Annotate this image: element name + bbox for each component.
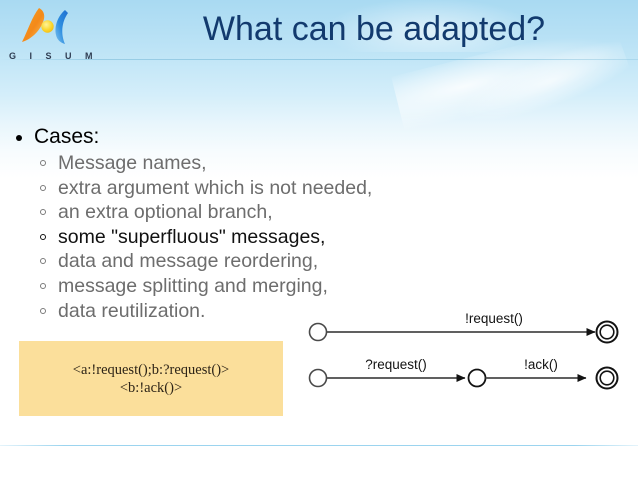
bullet-ring-icon <box>40 160 46 166</box>
machine-bottom: ?request() !ack() <box>308 357 619 390</box>
list-item-label: data and message reordering, <box>58 250 319 273</box>
state-intermediate-bottom <box>467 368 487 388</box>
contract-callout-box: <a:!request();b:?request()> <b:!ack()> <box>19 341 283 416</box>
list-item-label: Cases: <box>34 125 100 148</box>
list-item-label: extra argument which is not needed, <box>58 176 373 199</box>
list-item-label: some "superfluous" messages, <box>58 225 326 248</box>
list-item: data and message reordering, <box>10 249 430 274</box>
list-item: an extra optional branch, <box>10 200 430 225</box>
state-machine-diagram: !request() ?request() !ack() <box>298 306 630 404</box>
list-item: Message names, <box>10 151 430 176</box>
list-item: data reutilization. <box>10 299 430 324</box>
sub-list: Message names, extra argument which is n… <box>10 151 430 323</box>
bullet-ring-icon <box>40 258 46 265</box>
logo: G I S U M <box>8 4 104 64</box>
transition-label-top: !request() <box>465 311 523 326</box>
page-title: What can be adapted? <box>202 10 546 48</box>
footer-divider <box>0 445 638 446</box>
bullet-ring-icon <box>40 282 46 289</box>
bullet-ring-icon <box>40 233 46 240</box>
state-initial-top <box>308 322 328 342</box>
contract-line-2: <b:!ack()> <box>119 380 183 396</box>
state-final-top-inner <box>599 324 615 340</box>
list-item-emphasized: some "superfluous" messages, <box>10 225 430 250</box>
bullet-ring-icon <box>40 209 46 216</box>
list-item-label: data reutilization. <box>58 299 206 322</box>
contract-line-1: <a:!request();b:?request()> <box>72 362 230 378</box>
machine-top: !request() <box>308 311 619 344</box>
bullet-ring-icon <box>40 184 46 191</box>
transition-label-bottom-1: ?request() <box>365 357 427 372</box>
bullet-dot-icon <box>16 135 22 141</box>
contract-callout-text: <a:!request();b:?request()> <b:!ack()> <box>19 361 283 397</box>
list-item-label: message splitting and merging, <box>58 274 328 297</box>
transition-label-bottom-2: !ack() <box>524 357 558 372</box>
logo-wordmark: G I S U M <box>9 51 99 61</box>
list-item-label: Message names, <box>58 152 207 174</box>
list-item: extra argument which is not needed, <box>10 176 430 201</box>
gisum-logo-icon <box>22 8 68 44</box>
header-divider <box>0 59 638 60</box>
content-list: Cases: Message names, extra argument whi… <box>10 124 430 323</box>
state-final-bottom-inner <box>599 370 615 386</box>
list-item-label: an extra optional branch, <box>58 201 273 224</box>
state-initial-bottom <box>308 368 328 388</box>
list-item: message splitting and merging, <box>10 274 430 299</box>
list-item-heading: Cases: <box>10 124 430 150</box>
bullet-ring-icon <box>40 307 46 314</box>
